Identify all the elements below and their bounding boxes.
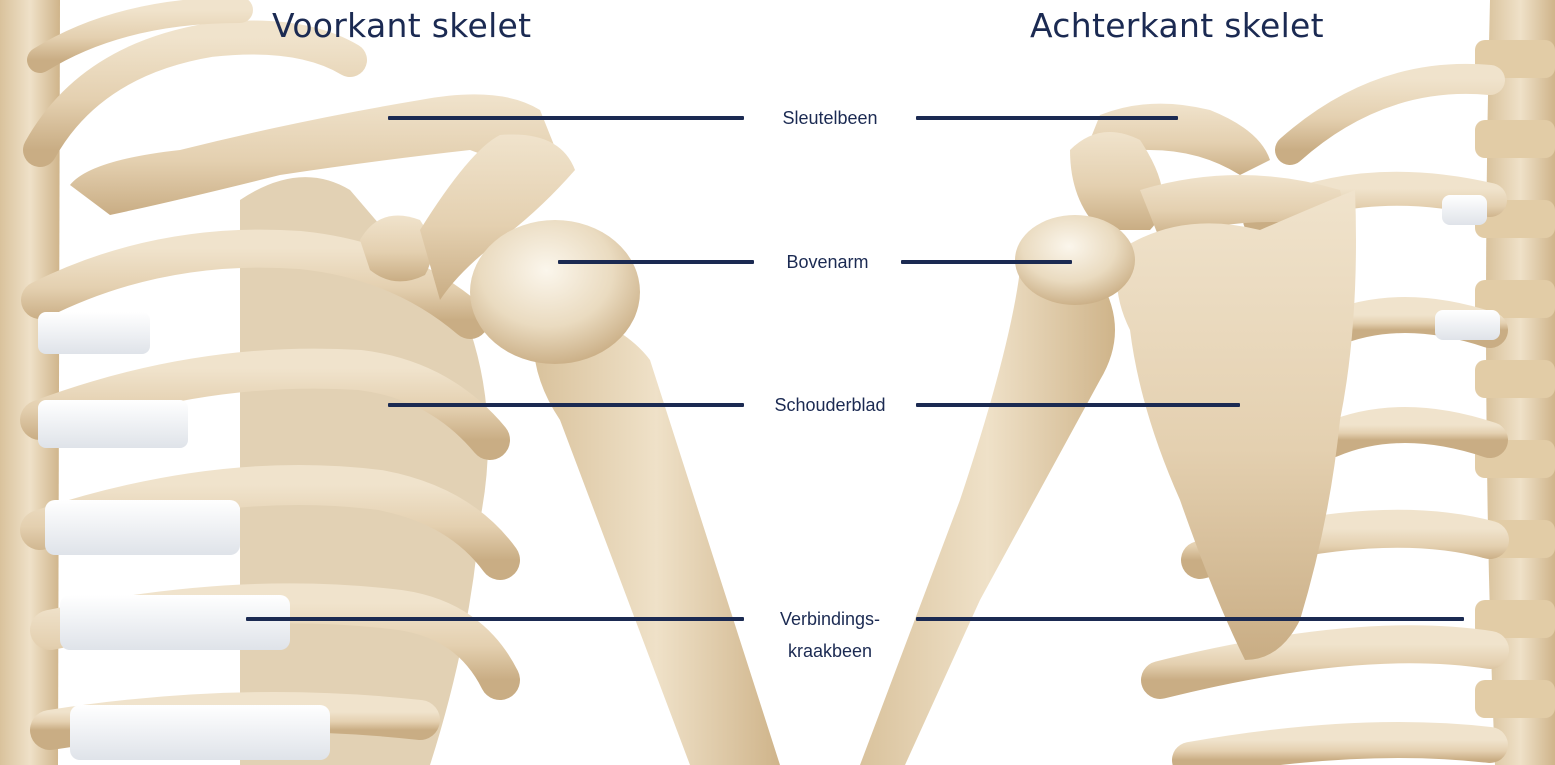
clavicle-label: Sleutelbeen: [744, 102, 916, 134]
front-skeleton: [0, 0, 780, 765]
back-humerus-shaft: [860, 262, 1115, 765]
scapula-leader-left: [388, 403, 744, 407]
scapula-label: Schouderblad: [744, 389, 916, 421]
back-rib-7: [1190, 740, 1490, 760]
back-cartilage-2: [1435, 310, 1500, 340]
back-vertebra: [1475, 120, 1555, 158]
back-view-title: Achterkant skelet: [1030, 6, 1324, 45]
cartilage-label-line2: kraakbeen: [744, 635, 916, 667]
front-cartilage-4: [60, 595, 290, 650]
cartilage-label: Verbindings- kraakbeen: [744, 603, 916, 667]
scapula-leader-right: [916, 403, 1240, 407]
back-cartilage-1: [1442, 195, 1487, 225]
front-humerus-head: [470, 220, 640, 364]
clavicle-leader-right: [916, 116, 1178, 120]
front-view-title: Voorkant skelet: [272, 6, 531, 45]
back-vertebra: [1475, 680, 1555, 718]
back-skeleton: [860, 0, 1555, 765]
clavicle-leader-left: [388, 116, 744, 120]
front-cartilage-5: [70, 705, 330, 760]
humerus-leader-left: [558, 260, 754, 264]
humerus-label: Bovenarm: [754, 246, 901, 278]
back-rib-6: [1160, 644, 1490, 680]
humerus-leader-right: [901, 260, 1072, 264]
front-cartilage-2: [38, 400, 188, 448]
front-humerus-shaft: [533, 300, 780, 765]
back-vertebra: [1475, 360, 1555, 398]
back-rib-4: [1330, 425, 1490, 440]
cartilage-leader-right: [916, 617, 1464, 621]
cartilage-leader-left: [246, 617, 744, 621]
front-cartilage-3: [45, 500, 240, 555]
front-cartilage-1: [38, 312, 150, 354]
back-rib-1: [1290, 79, 1490, 150]
back-scapula: [1117, 190, 1356, 660]
cartilage-label-line1: Verbindings-: [744, 603, 916, 635]
